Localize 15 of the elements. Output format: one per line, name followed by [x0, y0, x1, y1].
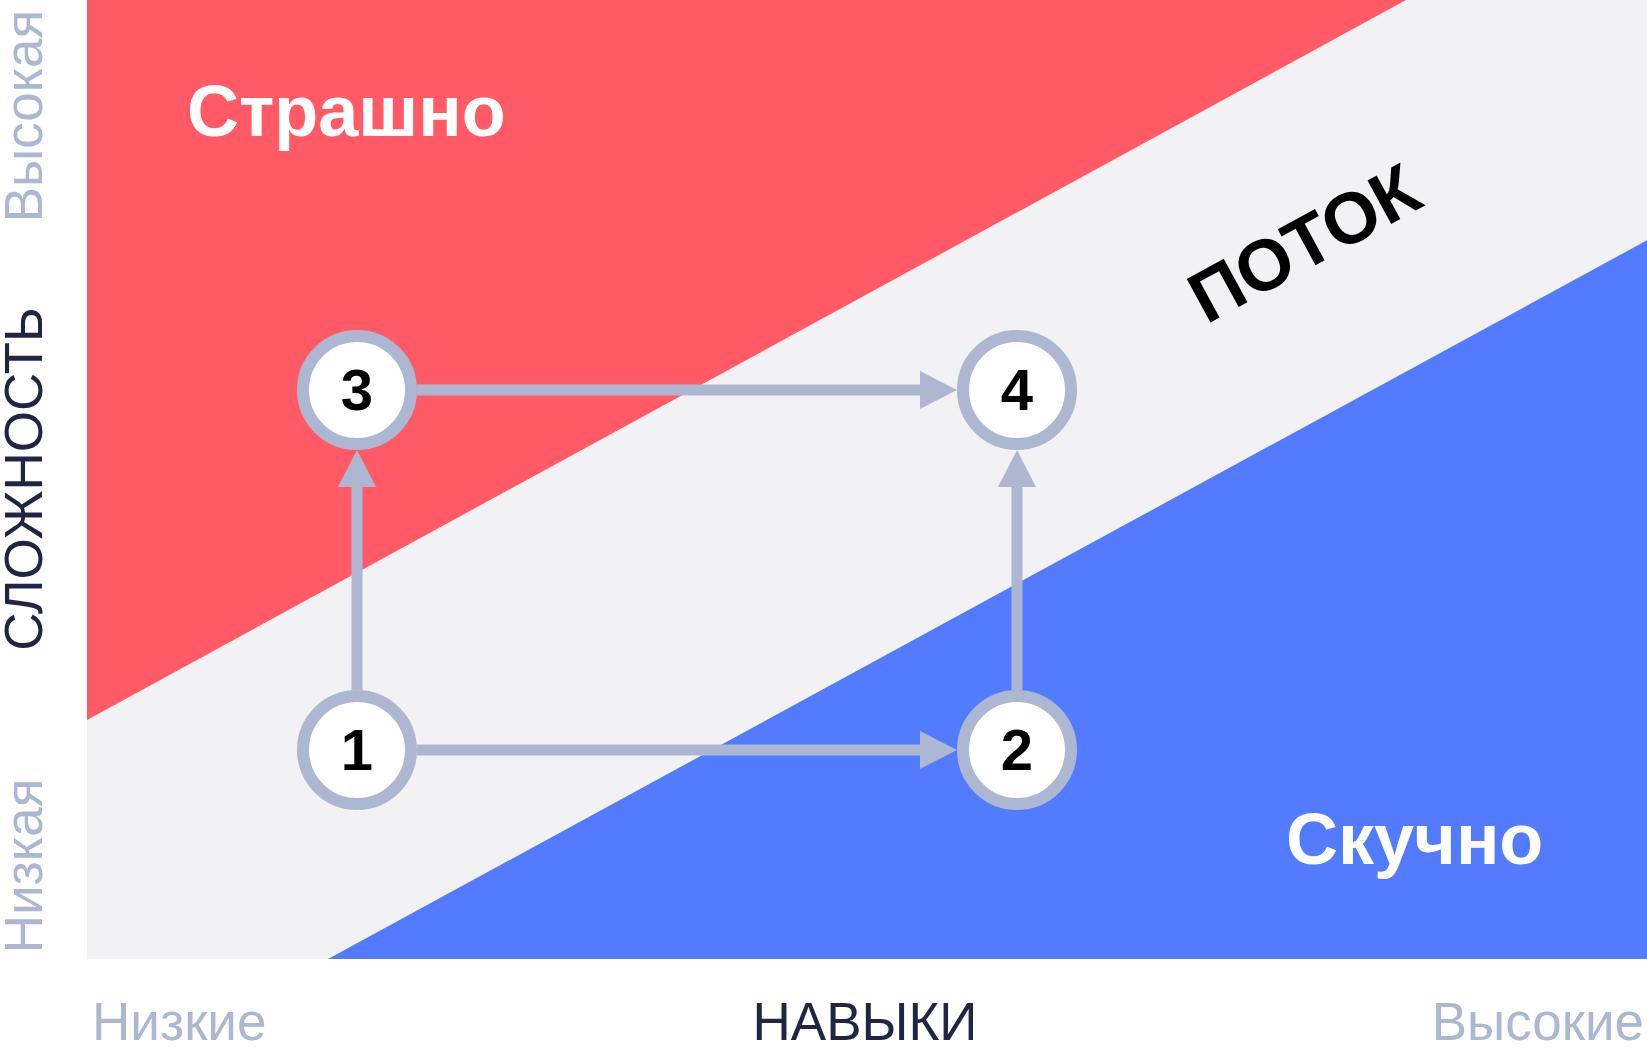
axis-title: СЛОЖНОСТЬ — [0, 307, 50, 651]
step-number: 3 — [340, 361, 374, 419]
arrow — [338, 450, 376, 690]
arrow — [417, 371, 957, 409]
axis-end-label: Низкие — [92, 994, 267, 1048]
step-number: 1 — [340, 721, 374, 779]
axis-end-label: Низкая — [0, 778, 50, 954]
step-number: 2 — [1000, 721, 1034, 779]
step-number: 4 — [1000, 361, 1034, 419]
axis-title: НАВЫКИ — [752, 994, 978, 1048]
diagonal-band — [87, 0, 1647, 959]
axis-end-label: Высокие — [1431, 994, 1644, 1048]
arrow — [417, 731, 957, 769]
arrow — [998, 450, 1036, 690]
axis-end-label: Высокая — [0, 9, 50, 223]
